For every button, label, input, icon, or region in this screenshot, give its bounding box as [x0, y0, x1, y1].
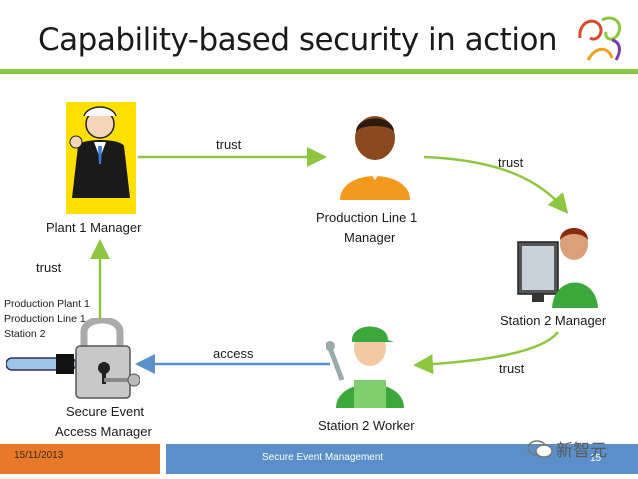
plant-manager-icon: [66, 102, 136, 214]
station-worker-icon: [326, 326, 404, 408]
line-manager-icon: [340, 116, 410, 200]
footer-date-bar: 15/11/2013: [0, 444, 160, 474]
footer-title: Secure Event Management: [262, 452, 384, 463]
trust-arrow-station-to-worker: [413, 331, 559, 375]
logo-icon: [578, 16, 621, 61]
access-manager-label-line1: Secure Event: [66, 404, 145, 419]
chat-bubble-icon: [527, 440, 553, 458]
trust-arrow-line-to-station: [423, 155, 569, 214]
watermark-text: 新智元: [556, 441, 607, 460]
footer-title-bar: [166, 444, 638, 474]
line-manager-label-line1: Production Line 1: [316, 210, 418, 225]
title-divider: [0, 69, 638, 74]
edge-label-plant-to-line: trust: [216, 137, 242, 152]
edge-label-worker-to-access: access: [213, 346, 254, 361]
station-worker-label: Station 2 Worker: [318, 418, 415, 433]
edge-label-access-to-plant: trust: [36, 260, 62, 275]
access-manager-label-line2: Access Manager: [55, 424, 152, 439]
slide-title: Capability-based security in action: [38, 22, 558, 58]
capability-item: Production Plant 1: [4, 298, 90, 310]
station-manager-icon: [517, 228, 598, 308]
capability-list: Production Plant 1 Production Line 1 Sta…: [4, 297, 90, 342]
page-number: 15: [590, 453, 602, 464]
edge-label-line-to-station: trust: [498, 155, 524, 170]
footer-date: 15/11/2013: [14, 450, 64, 461]
station-manager-label: Station 2 Manager: [500, 313, 607, 328]
line-manager-label-line2: Manager: [344, 230, 396, 245]
capability-item: Station 2: [4, 328, 46, 340]
edge-label-station-to-worker: trust: [499, 361, 525, 376]
padlock-key-icon: [6, 318, 140, 399]
capability-item: Production Line 1: [4, 313, 86, 325]
plant-manager-label: Plant 1 Manager: [46, 220, 142, 235]
